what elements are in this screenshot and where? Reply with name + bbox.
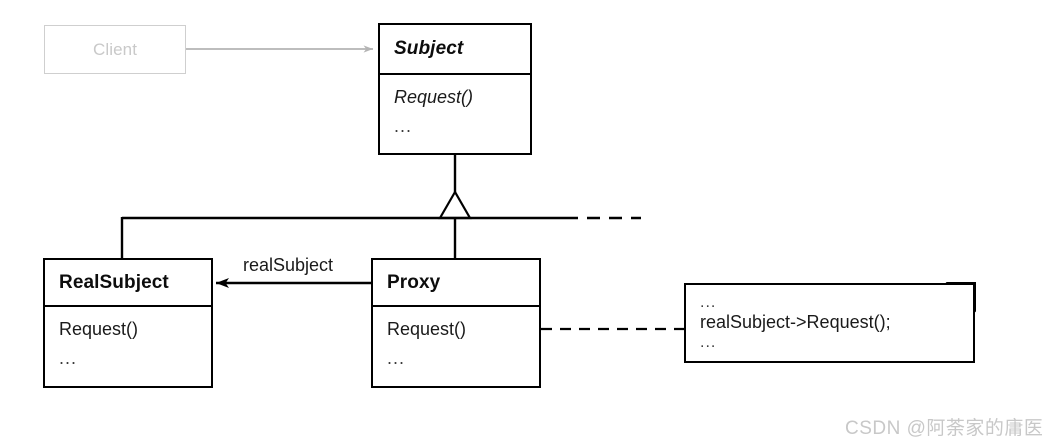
- operation-request: Request(): [394, 87, 474, 107]
- operation-ellipsis: ...: [387, 347, 406, 368]
- class-compartment-name: Client: [45, 26, 185, 73]
- csdn-watermark: CSDN @阿荼家的庸医: [845, 418, 1044, 439]
- note-box-proxy-request[interactable]: ... realSubject->Request(); ...: [684, 283, 975, 363]
- class-name-realsubject: RealSubject: [59, 271, 169, 293]
- class-box-subject[interactable]: Subject Request() ...: [378, 23, 532, 155]
- operation-ellipsis: ...: [394, 115, 413, 136]
- class-box-client[interactable]: Client: [44, 25, 186, 74]
- class-name-client: Client: [92, 39, 138, 59]
- class-name-subject: Subject: [394, 38, 464, 59]
- class-compartment-operations: Request() ...: [373, 307, 539, 386]
- operation-request: Request(): [59, 319, 139, 339]
- note-line-code: realSubject->Request();: [700, 312, 891, 333]
- class-name-proxy: Proxy: [387, 271, 441, 293]
- class-compartment-operations: Request() ...: [45, 307, 211, 386]
- note-line-bottom: ...: [700, 333, 717, 351]
- class-compartment-name: Proxy: [373, 260, 539, 307]
- class-compartment-name: RealSubject: [45, 260, 211, 307]
- class-compartment-name: Subject: [380, 25, 530, 75]
- class-box-proxy[interactable]: Proxy Request() ...: [371, 258, 541, 388]
- class-box-realsubject[interactable]: RealSubject Request() ...: [43, 258, 213, 388]
- edge-label-realsubject: realSubject: [243, 255, 334, 275]
- operation-ellipsis: ...: [59, 347, 78, 368]
- generalization-triangle-icon: [438, 189, 472, 220]
- class-compartment-operations: Request() ...: [380, 75, 530, 153]
- operation-request: Request(): [387, 319, 467, 339]
- note-line-top: ...: [700, 293, 717, 311]
